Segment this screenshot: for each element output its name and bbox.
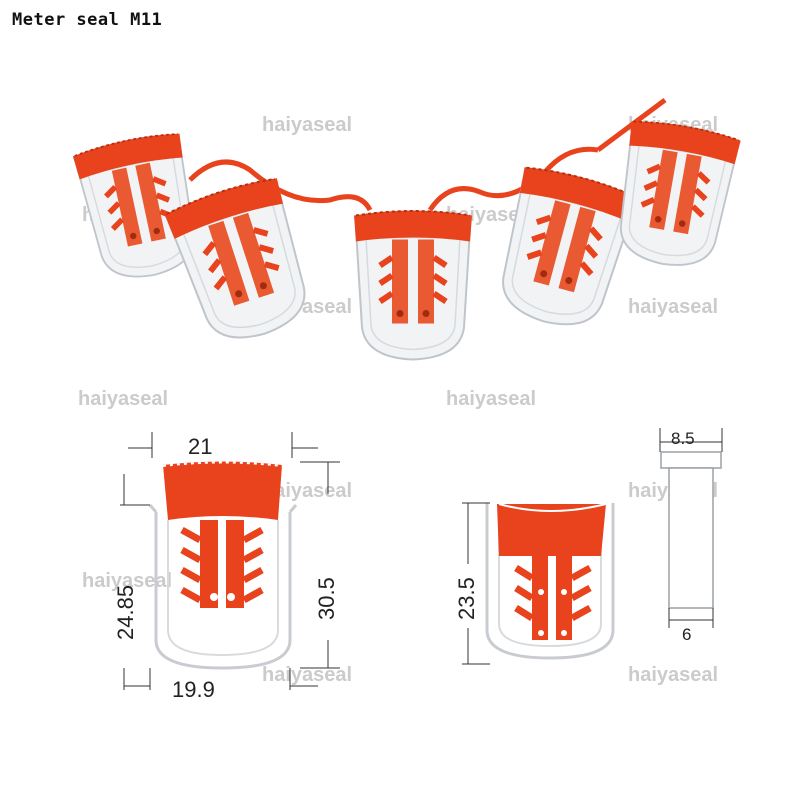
dim-pin-head: 8.5 [671, 429, 695, 448]
seal-unit-4 [487, 162, 640, 336]
dim-total-height: 30.5 [314, 577, 339, 620]
connecting-strap [188, 146, 599, 212]
section-view-drawing: 23.5 [454, 502, 615, 665]
watermark: haiyaseal [262, 114, 353, 136]
watermark: haiyaseal [78, 388, 169, 410]
front-view-drawing: 21 19.9 24.85 30.5 [113, 432, 340, 702]
watermark: haiyaseal [628, 296, 719, 318]
pin-drawing: 8.5 6 [659, 428, 723, 644]
watermark: haiyaseal [262, 664, 353, 686]
watermark: haiyaseal [446, 388, 537, 410]
watermark: haiyaseal [628, 664, 719, 686]
dim-top-width: 21 [188, 434, 212, 459]
product-title: Meter seal M11 [12, 10, 163, 30]
dim-pin-shank: 6 [682, 625, 691, 644]
watermark: haiyaseal [262, 480, 353, 502]
watermark: haiyaseal [82, 570, 173, 592]
dim-section-height: 23.5 [454, 577, 479, 620]
seal-unit-3 [354, 211, 472, 360]
dim-body-height: 24.85 [113, 585, 138, 640]
seal-unit-5 [608, 117, 741, 274]
dim-bottom-width: 19.9 [172, 677, 215, 702]
